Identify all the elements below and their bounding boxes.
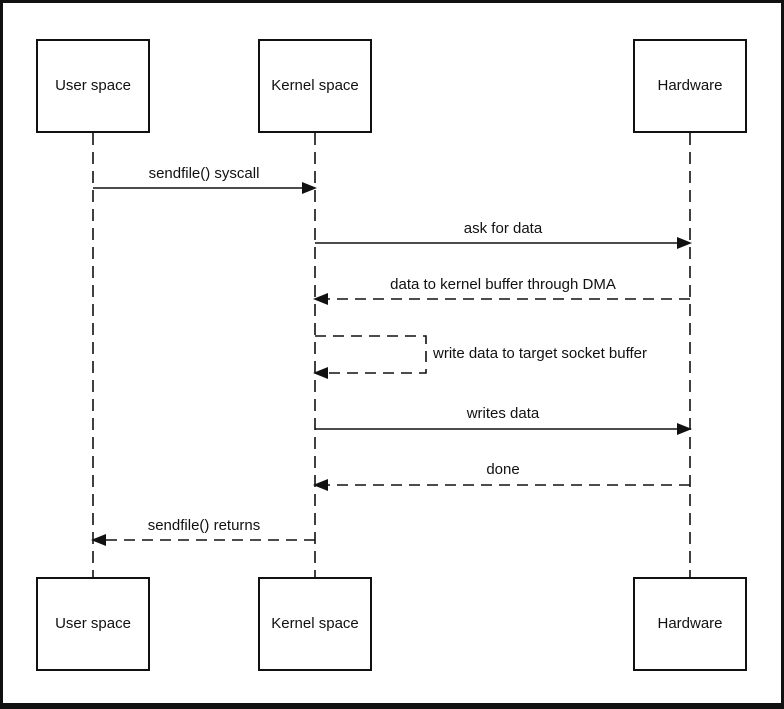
participant-label: User space [55, 615, 131, 632]
arrow-right-icon [302, 182, 317, 194]
arrow-left-icon [91, 534, 106, 546]
participant-kernel-space-bottom: Kernel space [258, 577, 372, 671]
arrow-left-icon [313, 479, 328, 491]
message-sendfile-returns: sendfile() returns [91, 517, 315, 546]
message-sendfile-syscall: sendfile() syscall [93, 165, 317, 194]
message-label: data to kernel buffer through DMA [390, 276, 616, 293]
message-label: write data to target socket buffer [432, 345, 647, 362]
participant-hardware-top: Hardware [633, 39, 747, 133]
participant-user-space-top: User space [36, 39, 150, 133]
arrow-left-icon [313, 367, 328, 379]
participant-hardware-bottom: Hardware [633, 577, 747, 671]
message-ask-for-data: ask for data [315, 220, 692, 249]
message-label: done [486, 461, 519, 478]
arrow-right-icon [677, 237, 692, 249]
message-label: writes data [466, 405, 540, 422]
participant-label: Hardware [657, 615, 722, 632]
message-dma-transfer: data to kernel buffer through DMA [313, 276, 690, 305]
message-label: sendfile() returns [148, 517, 261, 534]
arrow-right-icon [677, 423, 692, 435]
message-label: sendfile() syscall [149, 165, 260, 182]
message-write-socket-buffer: write data to target socket buffer [313, 335, 647, 379]
participant-label: Hardware [657, 77, 722, 94]
message-done: done [313, 461, 690, 491]
participant-user-space-bottom: User space [36, 577, 150, 671]
message-writes-data: writes data [315, 405, 692, 435]
arrow-left-icon [313, 293, 328, 305]
participant-label: Kernel space [271, 77, 359, 94]
participant-kernel-space-top: Kernel space [258, 39, 372, 133]
participant-label: Kernel space [271, 615, 359, 632]
participant-label: User space [55, 77, 131, 94]
message-label: ask for data [464, 220, 543, 237]
